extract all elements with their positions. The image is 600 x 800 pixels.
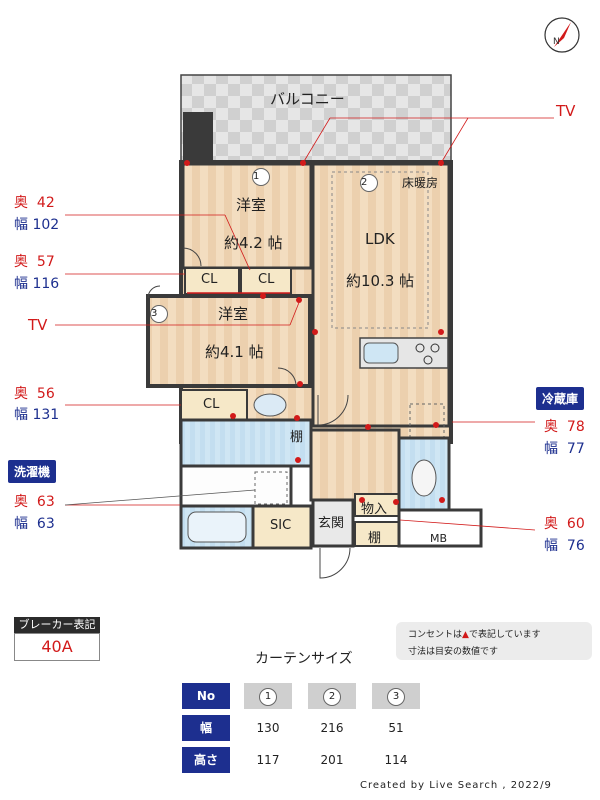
western2-size: 約4.1 帖 [205,343,264,361]
curtain-height-2: 201 [320,753,344,767]
ldk-room [311,162,451,428]
fridge-badge: 冷蔵庫 [536,387,585,410]
fridge-depth: 奥 78 [544,419,585,435]
washer-space [254,471,288,505]
balcony-area [180,74,452,164]
mb-label: MB [430,532,448,545]
laundry-space [179,464,293,508]
note-line-1: コンセントは▲で表記しています [408,630,541,640]
ldk-name: LDK [365,230,395,248]
curtain-height-3: 114 [384,753,408,767]
washbasin-icon [253,393,287,417]
floor-heating-label: 床暖房 [402,176,439,190]
entrance-door-arc [319,547,351,579]
washer-depth: 奥 63 [14,494,55,510]
note-line-2: 寸法は目安の数値です [408,647,499,657]
western-room-2 [146,294,312,388]
curtain-header-no: No [182,683,230,709]
closet-1 [184,267,240,295]
curtain-header-height: 高さ [182,747,230,773]
curtain-height-1: 117 [256,753,280,767]
kitchen-sink-icon [363,342,399,364]
balcony-label: バルコニー [270,90,345,108]
compass-icon: N [544,17,580,53]
breaker-value: 40A [14,633,100,661]
hallway [309,428,401,502]
closet-2 [240,267,292,295]
breaker-title: ブレーカー表記 [14,617,100,633]
curtain-title: カーテンサイズ [255,651,353,667]
cl-a-depth: 奥 42 [14,195,55,211]
closet-2-label: CL [258,272,275,287]
cl-c-depth: 奥 56 [14,386,55,402]
closet-1-label: CL [201,272,218,287]
stove-burner-icon [430,343,440,353]
balcony-dark-block [183,112,213,162]
stove-burner-icon [423,355,433,365]
western2-name: 洋室 [218,305,249,323]
door-arc [182,247,202,267]
closet-3 [180,389,248,421]
cl-c-width: 幅 131 [14,407,60,423]
shelf-1-label: 棚 [290,430,304,445]
stove-burner-icon [415,343,425,353]
door-arc [147,285,161,299]
washer-width: 幅 63 [14,516,55,532]
ldk-size: 約10.3 帖 [346,272,415,290]
storage-depth: 奥 60 [544,516,585,532]
meter-box [397,508,483,548]
curtain-no-1: 1 [244,683,292,709]
fridge-width: 幅 77 [544,441,585,457]
curtain-no-3: 3 [372,683,420,709]
washer-badge: 洗濯機 [8,460,57,483]
closet-3-label: CL [203,397,220,412]
shelf-closet [354,521,400,547]
curtain-width-2: 216 [320,721,344,735]
credit-text: Created by Live Search , 2022/9 [360,780,552,791]
storage-width: 幅 76 [544,538,585,554]
legend-note: コンセントは▲で表記しています 寸法は目安の数値です [396,622,592,660]
leader-lines [55,117,554,531]
curtain-header-width: 幅 [182,715,230,741]
cl-b-depth: 奥 57 [14,254,55,270]
door-arc [317,394,349,426]
western1-size: 約4.2 帖 [224,234,283,252]
curtain-width-1: 130 [256,721,280,735]
svg-text:N: N [553,37,560,47]
entrance-area [311,498,355,548]
outlet-markers [184,160,445,505]
toilet-icon [411,459,437,497]
bathtub-icon [187,511,247,543]
washer-leader [64,489,256,506]
storage-label: 物入 [361,502,388,517]
curtain-no-2: 2 [308,683,356,709]
cl-a-width: 幅 102 [14,217,60,233]
floor-heating-zone [331,171,429,329]
curtain-width-3: 51 [388,721,404,735]
window-no-3: 3 [150,303,168,323]
window-no-2: 2 [360,172,378,192]
shelf-2-label: 棚 [368,531,382,546]
entrance-label: 玄関 [318,516,345,531]
cl-b-width: 幅 116 [14,276,60,292]
sic-label: SIC [270,518,292,533]
sic-closet [251,504,313,550]
door-arc [277,367,297,387]
western1-name: 洋室 [236,196,267,214]
tv-label-left: TV [28,316,48,334]
tv-label-right: TV [556,102,576,120]
window-no-1: 1 [252,166,270,186]
outlet-marker-icon: ▲ [462,630,469,640]
